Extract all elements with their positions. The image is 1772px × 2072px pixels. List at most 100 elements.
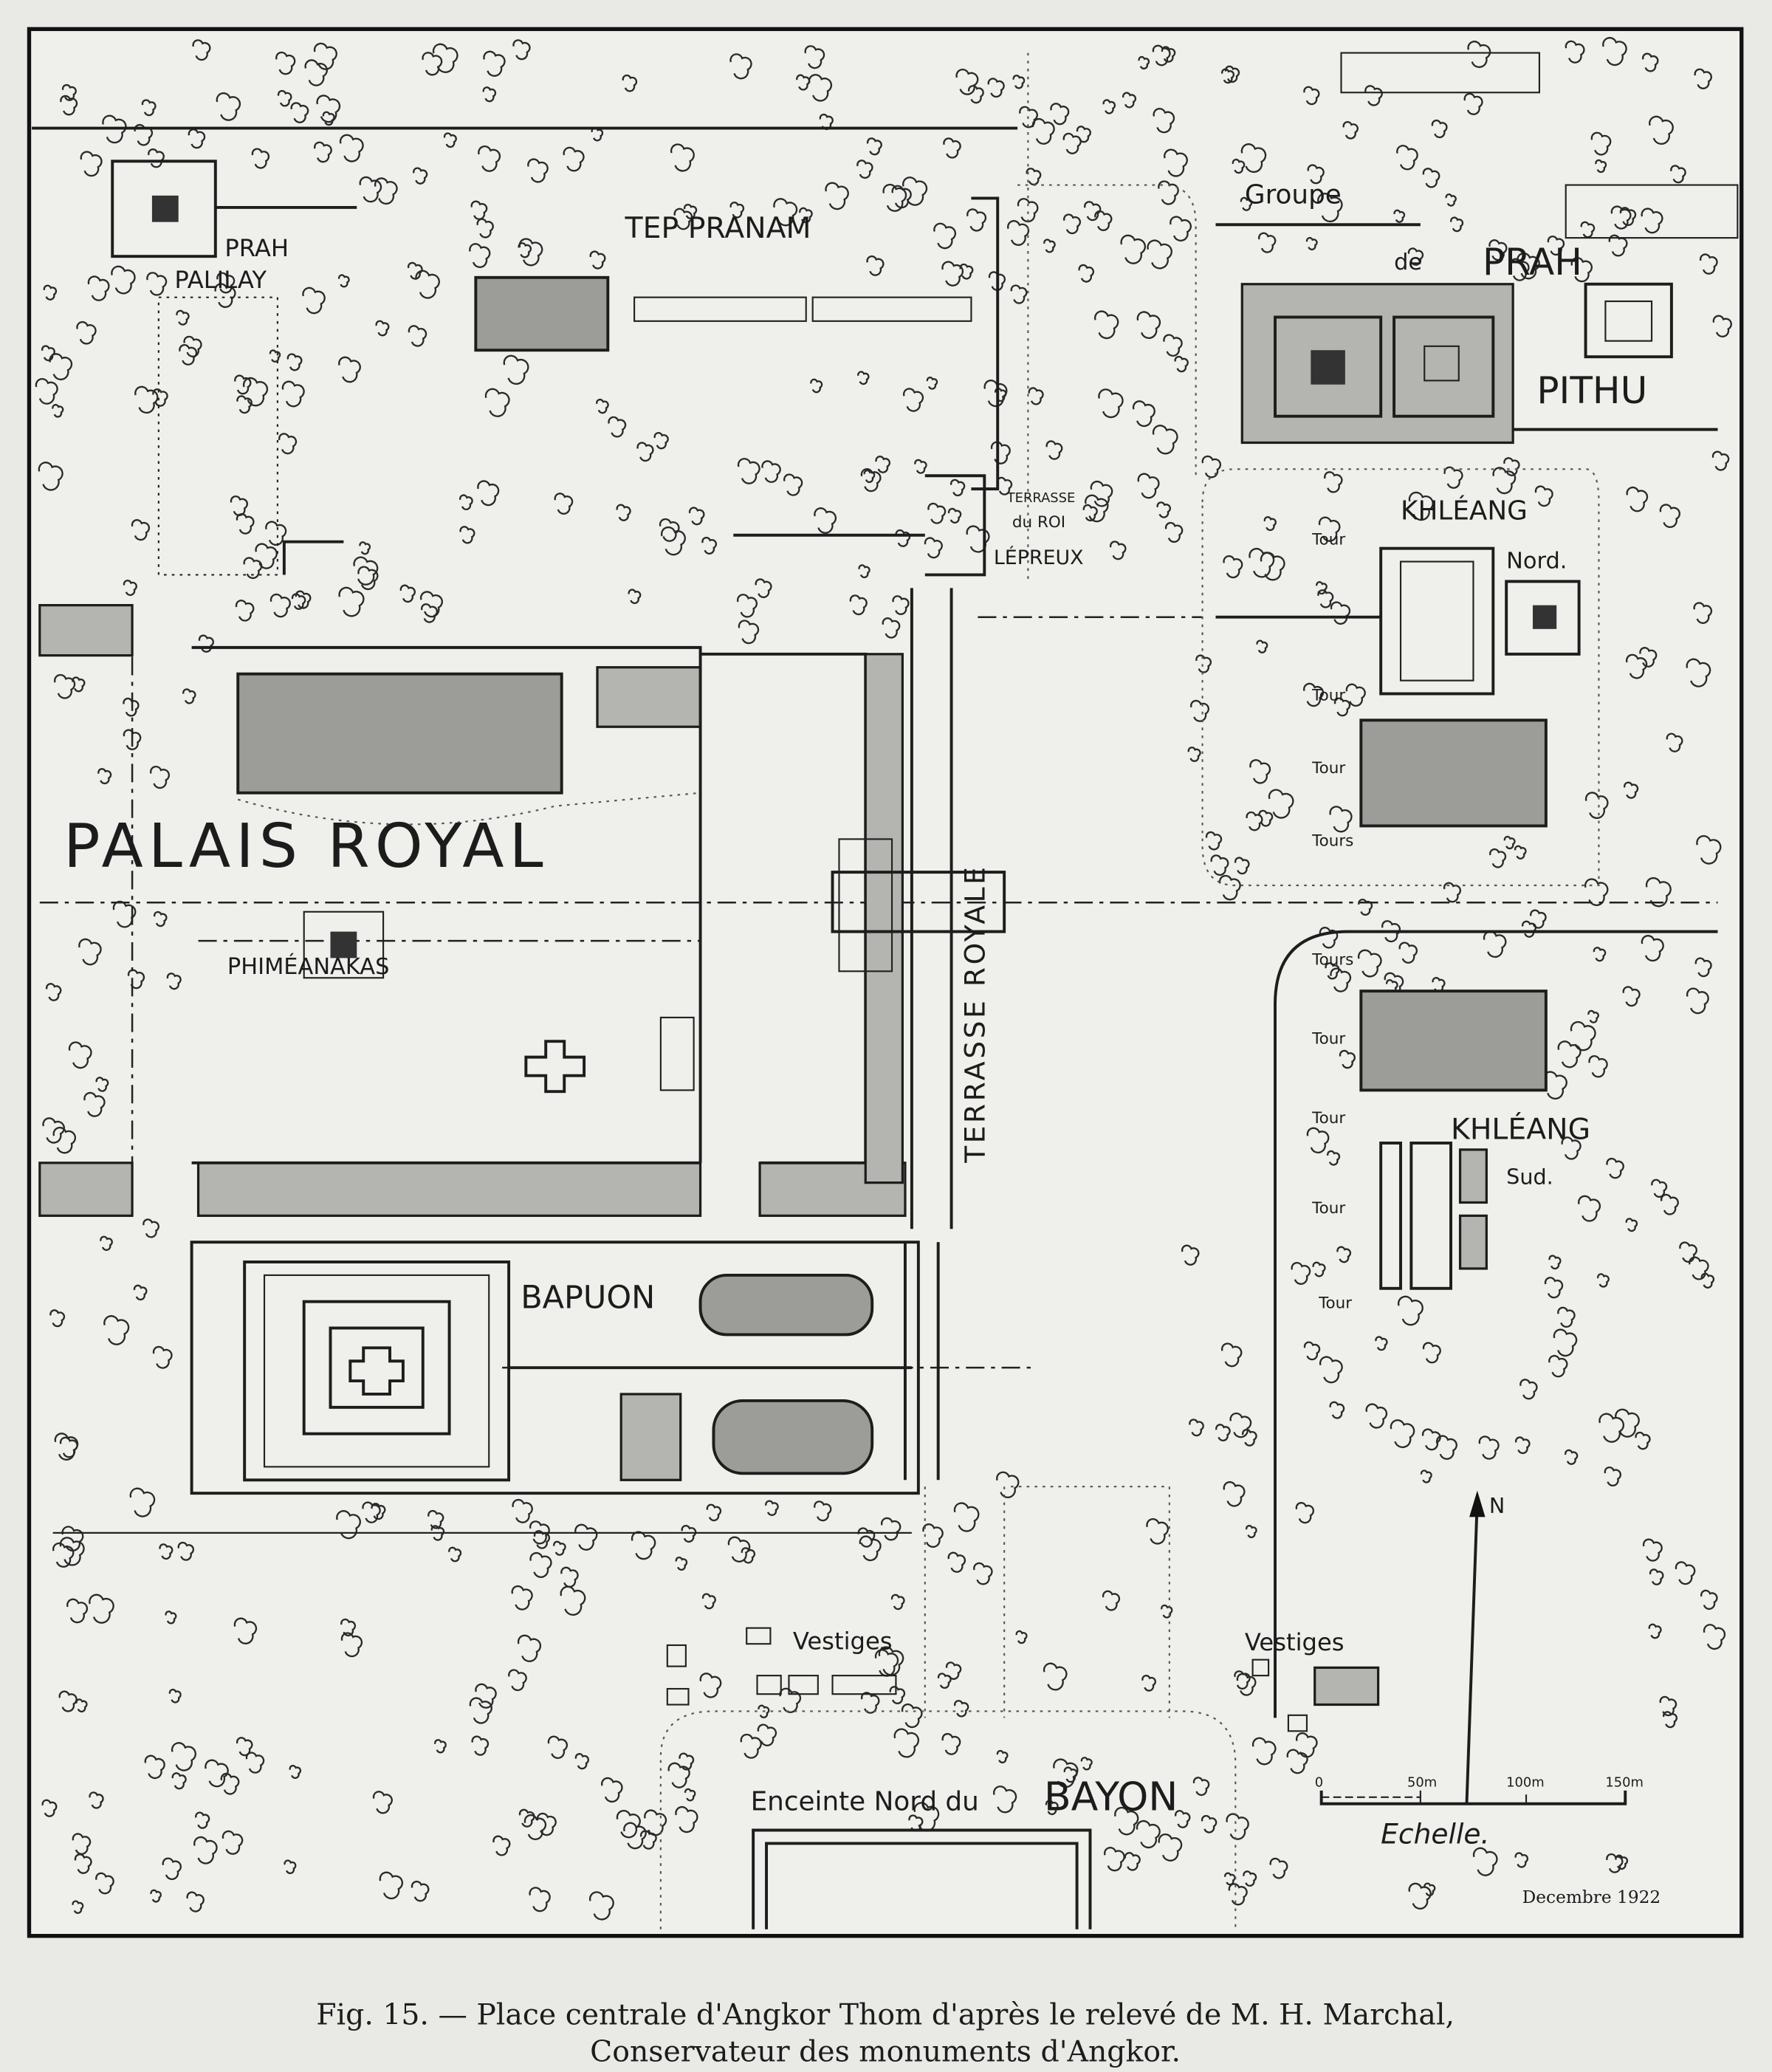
- tree-icon: [675, 1556, 688, 1571]
- tree-icon: [1236, 1673, 1257, 1696]
- scale-title: Echelle.: [1381, 1817, 1489, 1850]
- tree-icon: [1509, 258, 1530, 281]
- tree-icon: [1085, 494, 1109, 523]
- tree-icon: [72, 1833, 92, 1855]
- tree-icon: [159, 1543, 174, 1560]
- tree-icon: [529, 1887, 551, 1913]
- tree-icon: [1478, 1435, 1500, 1460]
- tree-icon: [72, 676, 86, 693]
- tree-icon: [616, 504, 631, 521]
- tree-icon: [639, 1830, 657, 1850]
- tree-icon: [858, 564, 870, 578]
- tree-icon: [477, 480, 500, 507]
- label-du-roi: du ROI: [1012, 513, 1065, 532]
- tree-icon: [1174, 355, 1189, 373]
- tree-icon: [80, 151, 103, 177]
- tree-icon: [1286, 1749, 1308, 1774]
- tree-icon: [729, 53, 752, 80]
- tree-icon: [1263, 516, 1277, 532]
- terrasse-royale: [831, 588, 1006, 1481]
- tree-icon: [1626, 486, 1649, 512]
- tree-icon: [134, 123, 154, 146]
- tree-icon: [893, 1728, 920, 1758]
- tree-icon: [1312, 1261, 1326, 1277]
- tree-icon: [508, 1669, 527, 1692]
- tree-icon: [992, 1785, 1017, 1814]
- tree-icon: [1649, 1568, 1664, 1585]
- tree-icon: [765, 1500, 779, 1516]
- tree-icon: [275, 51, 296, 75]
- tree-icon: [1467, 41, 1491, 69]
- tree-icon: [1153, 108, 1175, 134]
- tree-icon: [61, 1526, 84, 1552]
- tree-icon: [849, 594, 868, 616]
- tree-icon: [947, 507, 962, 524]
- tree-icon: [902, 176, 928, 206]
- tree-icon: [1517, 252, 1540, 280]
- tree-icon: [1043, 1662, 1068, 1691]
- tree-icon: [419, 591, 443, 618]
- tree-icon: [882, 183, 907, 212]
- tree-icon: [527, 158, 549, 183]
- tree-icon: [111, 265, 136, 295]
- tree-icon: [588, 1891, 614, 1921]
- tree-icon: [60, 95, 78, 116]
- tree-icon: [281, 380, 305, 408]
- tree-icon: [1544, 1277, 1564, 1299]
- tree-icon: [922, 1523, 944, 1548]
- tree-icon: [1146, 1518, 1169, 1545]
- tree-icon: [1078, 264, 1094, 283]
- tree-icon: [1303, 1341, 1321, 1361]
- tree-icon: [1330, 601, 1351, 625]
- tree-icon: [1043, 239, 1056, 253]
- tree-icon: [1679, 1241, 1697, 1263]
- tree-icon: [1189, 699, 1209, 722]
- tree-icon: [1693, 602, 1713, 624]
- tree-icon: [1205, 831, 1223, 851]
- tree-icon: [1158, 1833, 1183, 1862]
- tree-icon: [688, 507, 705, 526]
- tree-icon: [1712, 315, 1732, 337]
- tree-icon: [1028, 387, 1044, 405]
- tree-icon: [123, 729, 142, 750]
- tree-icon: [1407, 247, 1424, 266]
- tree-icon: [1141, 1675, 1156, 1692]
- tree-icon: [1641, 207, 1663, 234]
- tree-icon: [880, 1517, 902, 1541]
- tree-icon: [1251, 1737, 1277, 1766]
- tree-icon: [1291, 1261, 1311, 1285]
- tree-icon: [1329, 806, 1353, 833]
- tree-icon: [1584, 792, 1609, 820]
- tree-icon: [182, 688, 196, 704]
- tree-icon: [1625, 1218, 1638, 1232]
- tree-icon: [825, 182, 849, 210]
- tree-symbols: [35, 37, 1732, 1921]
- tree-icon: [214, 283, 236, 309]
- tree-icon: [76, 320, 97, 345]
- tree-icon: [1642, 1538, 1663, 1562]
- tree-icon: [149, 766, 170, 789]
- tree-icon: [518, 1808, 535, 1828]
- tree-icon: [1063, 213, 1081, 235]
- tree-icon: [1622, 986, 1641, 1007]
- tree-icon: [1163, 334, 1183, 357]
- north-arrow: [1465, 1490, 1486, 1804]
- tree-icon: [1488, 239, 1508, 261]
- tree-icon: [736, 594, 758, 618]
- tree-icon: [1694, 68, 1712, 89]
- tree-icon: [1102, 1590, 1120, 1611]
- tree-icon: [947, 1551, 966, 1573]
- tree-icon: [245, 1752, 265, 1774]
- tree-icon: [129, 1487, 156, 1517]
- tree-icon: [924, 537, 943, 559]
- tree-icon: [1138, 55, 1150, 70]
- tree-icon: [1598, 1413, 1625, 1443]
- tree-icon: [1234, 857, 1250, 875]
- label-de: de: [1394, 250, 1422, 275]
- tree-icon: [1542, 1071, 1567, 1100]
- tree-icon: [1670, 165, 1686, 184]
- tree-icon: [810, 378, 823, 394]
- tree-icon: [78, 938, 102, 966]
- tree-icon: [359, 541, 371, 555]
- tree-icon: [1557, 1306, 1576, 1328]
